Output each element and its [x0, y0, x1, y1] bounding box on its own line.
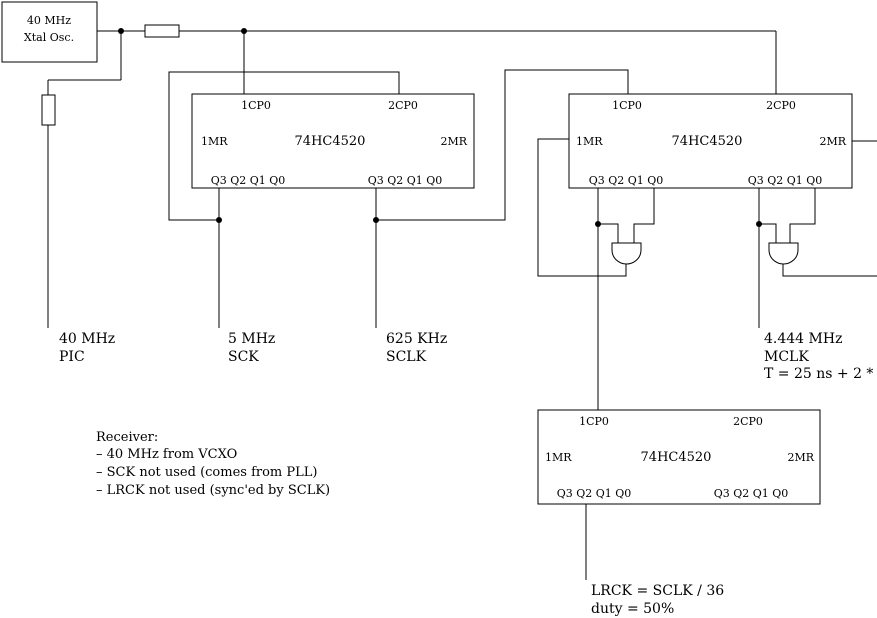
- clock-wires: [47, 30, 777, 328]
- junction-dot: [373, 217, 379, 223]
- chip-2-pin-1cp0: 1CP0: [612, 99, 642, 112]
- signal-pic-freq: 40 MHz: [59, 331, 115, 347]
- signal-mclk-note: T = 25 ns + 2 * tpd: [764, 366, 877, 382]
- signal-pic-name: PIC: [59, 349, 85, 365]
- signal-sck-name: SCK: [228, 349, 259, 365]
- chip-1-pins-q-low: Q3 Q2 Q1 Q0: [211, 174, 286, 187]
- receiver-title: Receiver:: [96, 430, 158, 445]
- junction-dot: [756, 221, 762, 227]
- resistor-series: [144, 24, 180, 38]
- signal-lrck-line2: duty = 50%: [591, 601, 674, 617]
- and-gate-mclk-reset: [768, 242, 799, 265]
- receiver-item: – LRCK not used (sync'ed by SCLK): [96, 483, 330, 498]
- chip-74hc4520-2: 74HC4520 1CP0 2CP0 1MR 2MR Q3 Q2 Q1 Q0 Q…: [568, 93, 853, 189]
- chip-2-pins-q-high: Q3 Q2 Q1 Q0: [748, 174, 823, 187]
- chip-1-name: 74HC4520: [295, 134, 366, 149]
- signal-mclk: 4.444 MHz MCLK T = 25 ns + 2 * tpd: [764, 331, 877, 382]
- signal-lrck-line1: LRCK = SCLK / 36: [591, 583, 724, 599]
- chip-1-pin-2cp0: 2CP0: [388, 99, 418, 112]
- chip-3-pins-q-high: Q3 Q2 Q1 Q0: [714, 487, 789, 500]
- chip-3-pins-q-low: Q3 Q2 Q1 Q0: [557, 487, 632, 500]
- junction-dot: [216, 217, 222, 223]
- junction-dot: [595, 221, 601, 227]
- chip-74hc4520-1: 74HC4520 1CP0 2CP0 1MR 2MR Q3 Q2 Q1 Q0 Q…: [191, 93, 475, 189]
- chip-3-pin-1cp0: 1CP0: [579, 415, 609, 428]
- signal-sclk-name: SCLK: [386, 349, 427, 365]
- signal-sclk: 625 KHz SCLK: [386, 331, 447, 365]
- receiver-item: – SCK not used (comes from PLL): [96, 465, 317, 480]
- signal-sclk-freq: 625 KHz: [386, 331, 447, 347]
- chip-2-pin-2mr: 2MR: [819, 135, 846, 148]
- signal-mclk-name: MCLK: [764, 349, 809, 365]
- signal-mclk-freq: 4.444 MHz: [764, 331, 842, 347]
- resistor-pic: [41, 94, 56, 126]
- chip-1-pin-1mr: 1MR: [201, 135, 228, 148]
- junction-dot: [241, 28, 247, 34]
- chip-2-pin-2cp0: 2CP0: [766, 99, 796, 112]
- chip-3-pin-1mr: 1MR: [545, 451, 572, 464]
- junction-dot: [118, 28, 124, 34]
- and-gate-lrck-reset: [611, 242, 642, 265]
- chip-2-name: 74HC4520: [672, 134, 743, 149]
- signal-sck-freq: 5 MHz: [228, 331, 275, 347]
- chip-3-pin-2cp0: 2CP0: [733, 415, 763, 428]
- oscillator-label-line1: 40 MHz: [27, 14, 71, 27]
- chip-1-pin-2mr: 2MR: [440, 135, 467, 148]
- chip-3-pin-2mr: 2MR: [787, 451, 814, 464]
- chip-3-name: 74HC4520: [641, 450, 712, 465]
- oscillator: 40 MHz Xtal Osc.: [1, 1, 98, 63]
- chip-1-pins-q-high: Q3 Q2 Q1 Q0: [368, 174, 443, 187]
- signal-pic: 40 MHz PIC: [59, 331, 115, 365]
- chip-2-pin-1mr: 1MR: [576, 135, 603, 148]
- chip-2-wires: [537, 138, 877, 410]
- receiver-item: – 40 MHz from VCXO: [96, 447, 237, 462]
- chip-74hc4520-3: 74HC4520 1CP0 2CP0 1MR 2MR Q3 Q2 Q1 Q0 Q…: [537, 409, 821, 505]
- chip-1-pin-1cp0: 1CP0: [241, 99, 271, 112]
- signal-lrck: LRCK = SCLK / 36 duty = 50%: [591, 583, 724, 617]
- signal-sck: 5 MHz SCK: [228, 331, 275, 365]
- receiver-notes: Receiver: – 40 MHz from VCXO – SCK not u…: [96, 430, 330, 498]
- oscillator-label-line2: Xtal Osc.: [24, 31, 74, 44]
- chip-2-pins-q-low: Q3 Q2 Q1 Q0: [589, 174, 664, 187]
- chip-1-wires: [168, 69, 629, 328]
